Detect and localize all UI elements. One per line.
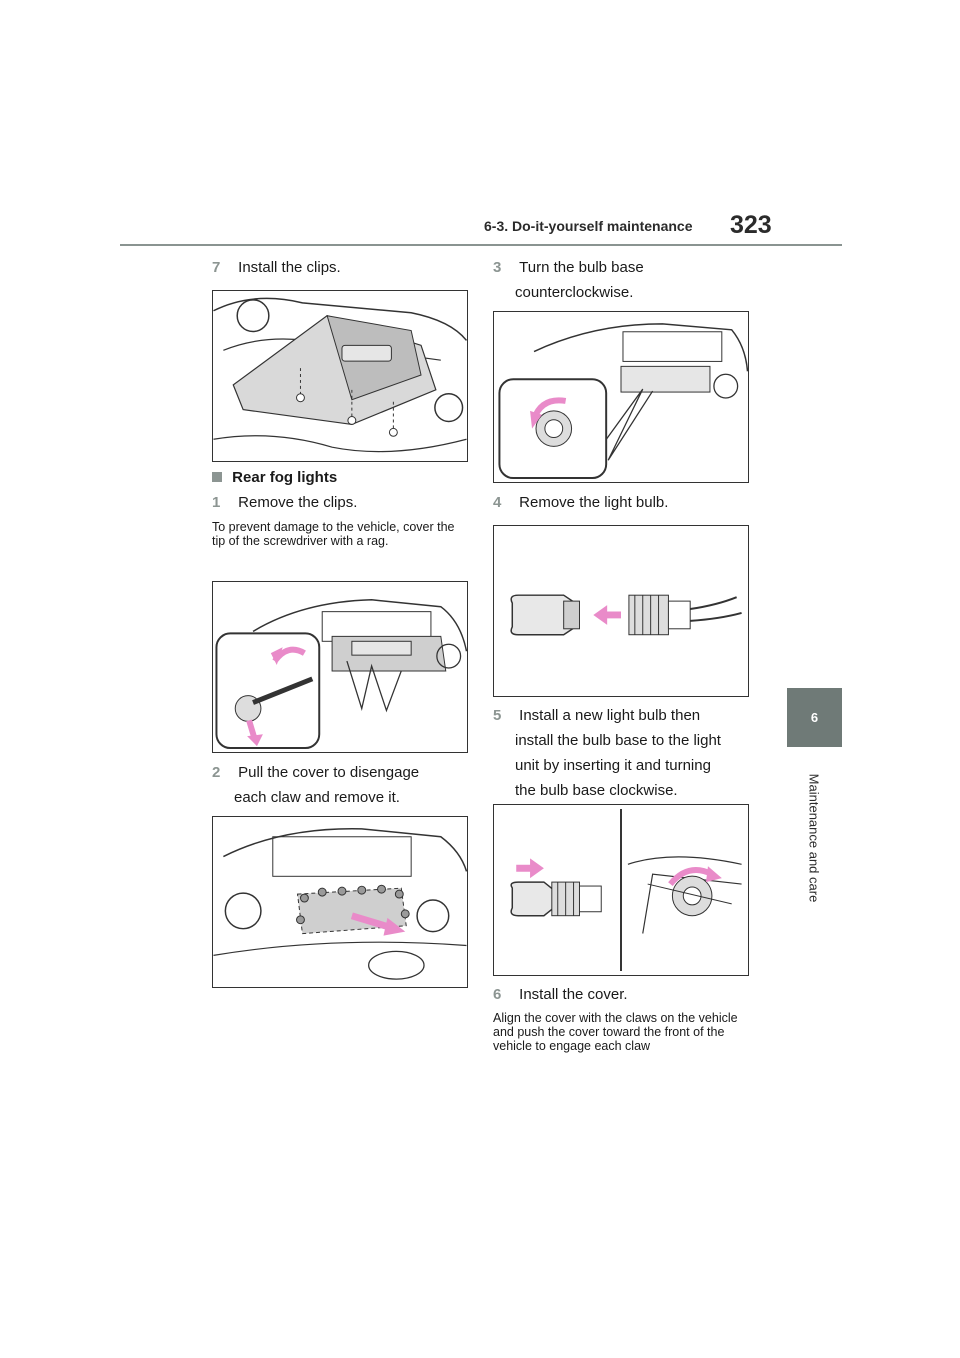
step-text-cont: counterclockwise. — [515, 284, 634, 301]
step-4: 4 Remove the light bulb. — [493, 490, 668, 515]
remove-bulb-illustration — [510, 594, 742, 636]
remove-cover-illustration — [213, 828, 467, 980]
install-clips-figure — [212, 290, 468, 462]
step-number: 3 — [493, 259, 502, 276]
step-text: Turn the bulb base — [519, 259, 644, 276]
step-number: 4 — [493, 494, 502, 511]
step-text: Install the cover. — [519, 986, 628, 1003]
push-arrow-icon — [593, 605, 608, 625]
chapter-tab: 6 — [787, 688, 842, 747]
install-clips-illustration — [213, 297, 467, 453]
step-6: 6 Install the cover. — [493, 982, 628, 1007]
square-bullet-icon — [212, 472, 222, 482]
remove-bulb-figure — [493, 525, 749, 697]
step-number: 5 — [493, 707, 502, 724]
note-align-cover: Align the cover with the claws on the ve… — [493, 1011, 738, 1053]
step-2: 2 Pull the cover to disengage each claw … — [212, 760, 419, 810]
section-heading: 6-3. Do-it-yourself maintenance — [484, 218, 693, 234]
step-text: Install the clips. — [238, 259, 341, 276]
step-5: 5 Install a new light bulb then install … — [493, 703, 721, 803]
step-text: Pull the cover to disengage — [238, 764, 420, 781]
turn-bulb-base-illustration — [498, 323, 748, 480]
section-title-text: Rear fog lights — [232, 469, 338, 486]
step-number: 1 — [212, 494, 221, 511]
turn-bulb-base-figure — [493, 311, 749, 483]
remove-cover-figure — [212, 816, 468, 988]
note-screwdriver: To prevent damage to the vehicle, cover … — [212, 520, 455, 548]
step-text-cont: each claw and remove it. — [234, 789, 400, 806]
section-title-rear-fog: Rear fog lights — [212, 469, 337, 486]
step-text: Install a new light bulb then — [519, 707, 701, 724]
push-arrow-icon — [530, 858, 544, 879]
remove-clips-figure — [212, 581, 468, 753]
step-text-cont: unit by inserting it and turning — [515, 757, 711, 774]
chapter-label: Maintenance and care — [806, 773, 822, 903]
step-text-cont: the bulb base clockwise. — [515, 782, 678, 799]
header-divider — [120, 244, 842, 246]
push-arrow-icon — [247, 734, 263, 747]
step-number: 7 — [212, 259, 221, 276]
step-number: 2 — [212, 764, 221, 781]
step-text-cont: install the bulb base to the light — [515, 732, 721, 749]
step-7: 7 Install the clips. — [212, 255, 341, 280]
page-number: 323 — [730, 211, 772, 239]
remove-clips-illustration — [215, 599, 467, 750]
step-text: Remove the light bulb. — [519, 494, 669, 511]
install-bulb-figure — [493, 804, 749, 976]
step-1: 1 Remove the clips. — [212, 490, 357, 515]
step-number: 6 — [493, 986, 502, 1003]
install-bulb-illustration — [510, 808, 742, 972]
step-3: 3 Turn the bulb base counterclockwise. — [493, 255, 644, 305]
step-text: Remove the clips. — [238, 494, 358, 511]
